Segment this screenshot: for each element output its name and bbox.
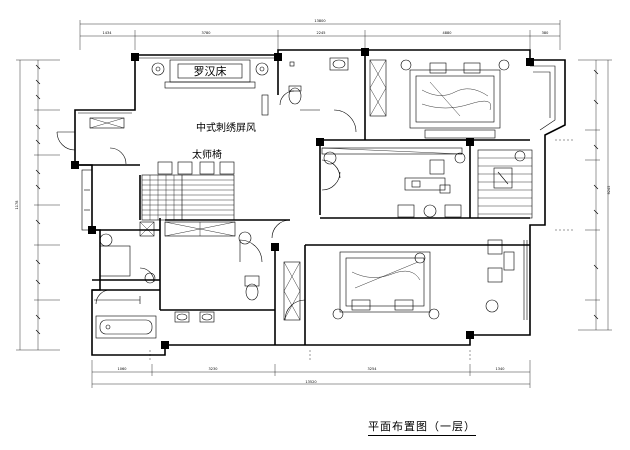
top-dim-3: 2245 <box>317 31 326 35</box>
staircase <box>141 174 235 221</box>
second-wardrobe <box>283 261 301 321</box>
side-plants <box>151 62 269 76</box>
drawing-title: 平面布置图（一层） <box>368 418 476 436</box>
entry-door <box>81 169 93 231</box>
top-dim-1: 1434 <box>103 31 113 35</box>
top-total-dim: 13800 <box>314 19 325 23</box>
bottom-left-rooms <box>94 233 157 339</box>
interior-walls <box>75 50 530 345</box>
master-bay-window <box>530 65 556 131</box>
bottom-dim-3: 3254 <box>368 367 378 371</box>
bottom-dim-1: 1060 <box>118 367 127 371</box>
luohan-bed: 罗汉床 <box>164 59 256 89</box>
study-room <box>321 147 466 218</box>
top-dimension-lines: 13800 1434 3780 2245 4880 380 <box>79 19 561 50</box>
bottom-bathroom <box>174 231 260 323</box>
left-dimension-lines: 1178 <box>15 59 60 351</box>
top-dim-2: 3780 <box>202 31 211 35</box>
left-total-dim: 1178 <box>15 201 19 210</box>
top-dim-5: 380 <box>542 31 549 35</box>
second-bed <box>332 251 440 320</box>
left-tick-marks <box>35 64 41 335</box>
bottom-dim-2: 3230 <box>209 367 218 371</box>
screen-label: 中式刺绣屏风 <box>196 121 256 134</box>
cabinet-crosses <box>89 117 236 237</box>
bottom-total-dim: 13520 <box>305 380 316 384</box>
bottom-dim-4: 1340 <box>496 367 505 371</box>
master-wardrobe <box>369 59 387 117</box>
top-bathroom <box>288 57 349 111</box>
right-dimension-lines: 9245 <box>578 59 612 331</box>
taishi-chair-label: 太师椅 <box>192 148 222 161</box>
master-bed <box>400 59 510 139</box>
bottom-dimension-lines: 1060 3230 3254 1340 13520 <box>91 360 531 388</box>
taishi-chairs: 太师椅 <box>157 148 235 175</box>
right-total-dim: 9245 <box>607 186 611 195</box>
embroidered-screen: 中式刺绣屏风 <box>196 94 269 134</box>
right-tick-marks <box>593 69 599 320</box>
luohan-bed-label: 罗汉床 <box>194 64 227 78</box>
top-dim-4: 4880 <box>443 31 452 35</box>
axis-marks <box>149 139 575 360</box>
second-bedroom-seating <box>485 239 528 320</box>
balcony <box>477 149 533 219</box>
